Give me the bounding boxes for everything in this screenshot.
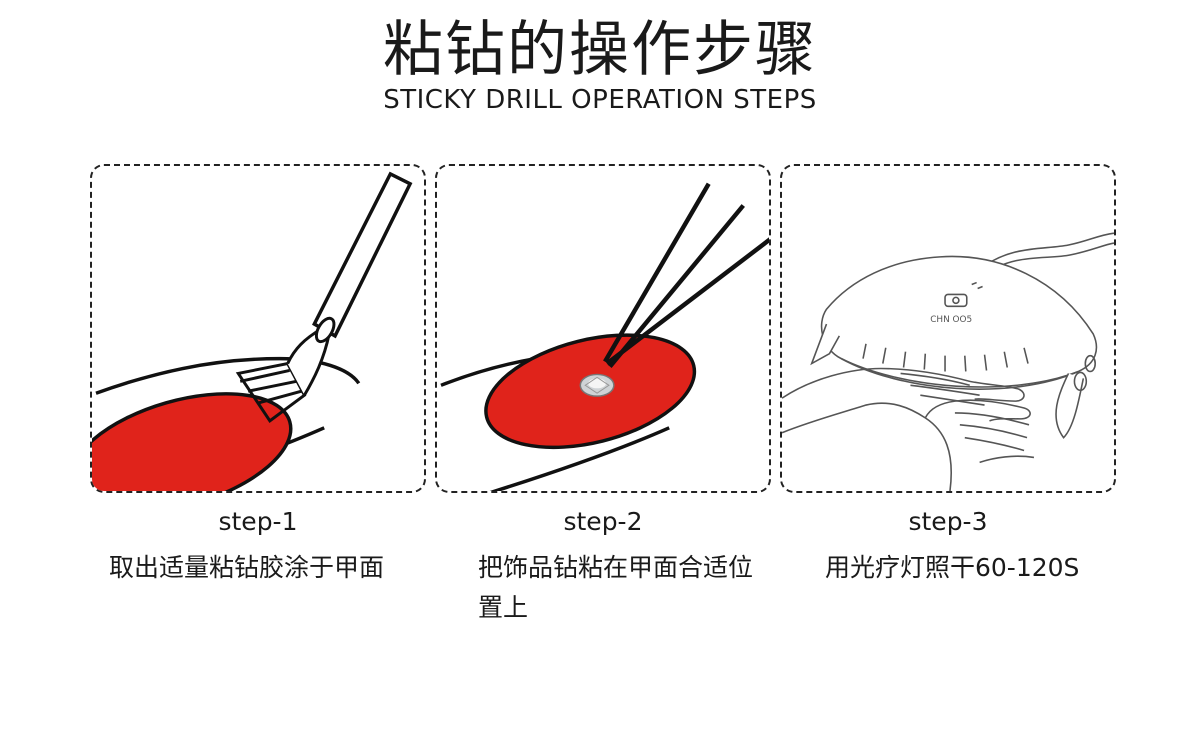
lamp-brand-mark: CHN OO5 [930,315,972,325]
step-3-panel: CHN OO5 [780,164,1116,493]
step-2-description: 把饰品钻粘在甲面合适位置上 [478,553,754,622]
step-2-label: step-2 [563,507,643,536]
red-nail [92,392,293,491]
step-1-label: step-1 [218,507,298,536]
step-1-description: 取出适量粘钻胶涂于甲面 [109,553,385,582]
step-3-description: 用光疗灯照干60-120S [825,553,1080,582]
page-title: 粘钻的操作步骤 [383,15,817,85]
step-3-label: step-3 [908,507,988,536]
tweezers-rhinestone-icon [440,182,769,491]
uv-lamp-hands-icon: CHN OO5 [782,232,1114,491]
step-1-panel [90,164,426,493]
brush-on-nail-icon [92,171,413,491]
page-subtitle: STICKY DRILL OPERATION STEPS [383,85,817,115]
step-2-panel [435,164,771,493]
